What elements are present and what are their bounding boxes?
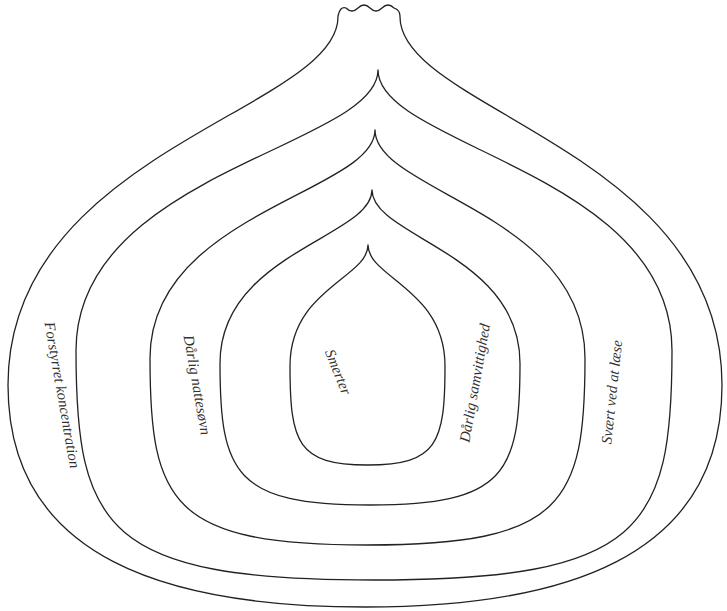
- layer-outline: [76, 70, 672, 580]
- layer-label: Dårlig samvittighed: [456, 322, 493, 443]
- layer-outline: [8, 5, 722, 607]
- layer-label: Smerter: [321, 347, 354, 397]
- layer-outline: [220, 190, 520, 505]
- onion-layer: Forstyrret koncentrationSvært ved at læs…: [8, 4, 722, 607]
- layer-outline: [150, 130, 585, 545]
- layer-outline: [290, 245, 445, 465]
- onion-layer: Dårlig nattesøvn Dårlig samvittighed Smert…: [150, 130, 585, 545]
- layer-outline: [8, 4, 722, 607]
- onion-layer: Svært ved at læseDårlig nattesøvnDårlig …: [76, 70, 672, 580]
- onion-layer: Dårlig samvittighed Smerter: [220, 190, 520, 505]
- layer-outline: [150, 130, 585, 545]
- layer-label: Svært ved at læse: [598, 339, 625, 445]
- layer-outline: [290, 245, 445, 465]
- layer-outline: [76, 70, 672, 580]
- onion-layer: Smerter: [290, 245, 445, 465]
- layer-label: Dårlig nattesøvn: [180, 334, 214, 437]
